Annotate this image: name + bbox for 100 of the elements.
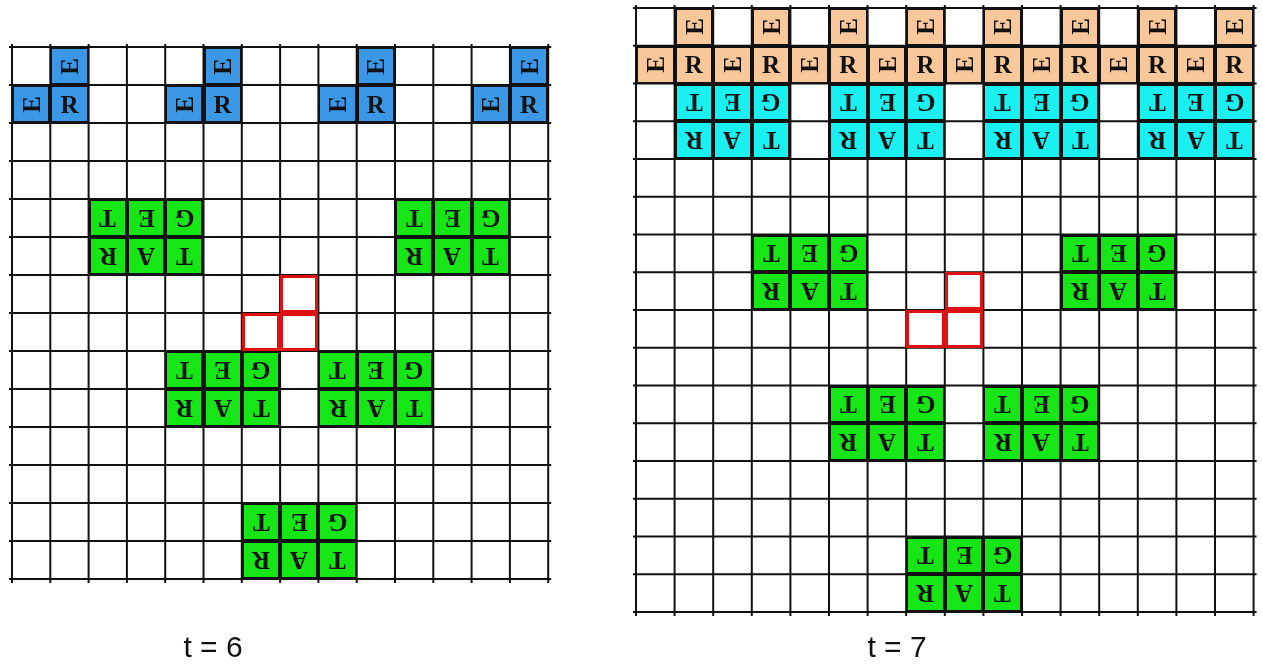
letter: T: [99, 205, 117, 231]
letter: E: [325, 95, 351, 113]
letter: A: [723, 127, 742, 153]
letter-tile: [165, 85, 204, 123]
letter-tile: [241, 541, 281, 579]
letter: T: [762, 240, 780, 266]
letter: A: [290, 547, 309, 573]
letter-tile: [867, 45, 907, 84]
letter-tile: [1176, 121, 1215, 159]
letter-tile: [983, 121, 1022, 159]
letter: E: [1032, 89, 1050, 115]
letter: G: [1224, 89, 1244, 115]
letter: R: [762, 52, 781, 78]
letter-tile: [126, 199, 166, 237]
letter-tile: [318, 503, 357, 541]
letter: E: [951, 56, 977, 73]
letter: E: [1144, 18, 1170, 36]
letter-tile: [471, 237, 510, 275]
letter-tile: [751, 45, 791, 84]
letter: T: [994, 580, 1012, 606]
letter: E: [801, 240, 819, 266]
letter: T: [839, 89, 857, 115]
letter: E: [1028, 56, 1054, 73]
letter-tile: [829, 8, 868, 46]
letter-tile: [790, 272, 829, 310]
letter-tile: [1215, 121, 1254, 159]
letter: A: [443, 243, 462, 269]
letter-tile: [983, 423, 1022, 461]
letter-tile: [867, 385, 907, 424]
letter: R: [1070, 278, 1089, 304]
letter-tile: [1060, 121, 1100, 159]
letter-tile: [1215, 83, 1254, 122]
letter: E: [367, 357, 385, 383]
letter-tile: [906, 385, 945, 424]
letter: T: [1148, 89, 1166, 115]
outlined-cell: [280, 275, 319, 313]
letter-tile: [1215, 8, 1254, 46]
letter-tile: [867, 423, 907, 461]
letter-tile: [1099, 45, 1138, 84]
letter-tile: [356, 85, 395, 123]
letter-tile: [674, 121, 714, 159]
letter-tile: [433, 237, 472, 275]
letter: G: [1147, 240, 1167, 266]
letter-tile: [318, 389, 357, 427]
letter: A: [366, 395, 385, 421]
letter: T: [482, 243, 500, 269]
letter-tile: [203, 85, 242, 123]
letter: E: [478, 95, 504, 113]
letter-tile: [50, 47, 89, 85]
letter: E: [1187, 89, 1205, 115]
letter: R: [684, 52, 703, 78]
letter-tile: [1137, 83, 1177, 122]
letter: E: [1067, 18, 1093, 36]
letter: R: [1225, 52, 1244, 78]
letter: E: [878, 391, 896, 417]
letter: T: [252, 395, 270, 421]
letter: A: [1032, 127, 1051, 153]
panel-caption: t = 6: [183, 632, 243, 662]
letter-tile: [165, 237, 204, 275]
letter-tile: [906, 423, 945, 461]
letter-tile: [674, 83, 714, 122]
letter: E: [444, 205, 461, 231]
letter-tile: [356, 389, 395, 427]
letter-tile: [203, 351, 242, 389]
letter-tile: [713, 121, 752, 159]
letter-tile: [1022, 121, 1061, 159]
letter: A: [1109, 278, 1128, 304]
letter: R: [1070, 52, 1089, 78]
letter: R: [405, 243, 424, 269]
letter: R: [98, 243, 117, 269]
letter: A: [1032, 429, 1051, 455]
letter-tile: [1137, 121, 1177, 159]
letter-tile: [906, 536, 945, 575]
panel-caption: t = 7: [867, 632, 927, 662]
letter: R: [916, 580, 935, 606]
letter-tile: [1137, 234, 1177, 273]
letter: R: [993, 52, 1012, 78]
letter-tile: [509, 85, 549, 123]
outlined-cell: [241, 313, 281, 351]
letter-tile: [165, 351, 204, 389]
letter-tile: [829, 423, 868, 461]
letter-tile: [906, 45, 945, 84]
letter-tile: [713, 83, 752, 122]
letter: T: [839, 278, 857, 304]
letter: E: [797, 56, 823, 73]
letter: R: [175, 395, 194, 421]
letter-tile: [88, 237, 127, 275]
letter-tile: [751, 83, 791, 122]
letter: E: [758, 18, 784, 36]
letter-tile: [1022, 45, 1061, 84]
letter-tile: [1060, 83, 1100, 122]
letter-tile: [829, 83, 868, 122]
letter: E: [1032, 391, 1050, 417]
letter-tile: [318, 85, 357, 123]
letter: E: [990, 18, 1016, 36]
letter: G: [1070, 89, 1090, 115]
letter-tile: [126, 237, 166, 275]
letter-tile: [906, 83, 945, 122]
letter-tile: [1099, 234, 1138, 273]
letter: E: [913, 18, 938, 36]
